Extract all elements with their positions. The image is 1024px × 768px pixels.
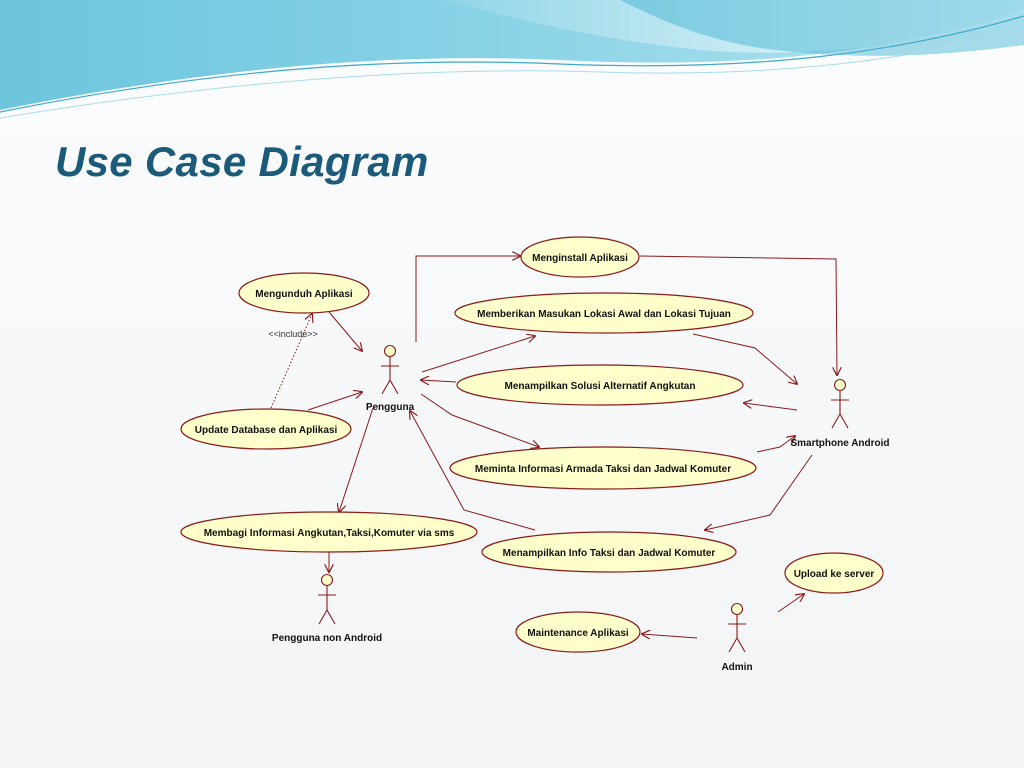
uc-upload-ellipse	[784, 552, 884, 594]
include-stereotype-label: <<include>>	[268, 329, 318, 339]
uc-solusi-label: Menampilkan Solusi Alternatif Angkutan	[505, 381, 696, 392]
assoc-menampilkan-pengguna	[410, 411, 536, 531]
actor-labels: Pengguna Smartphone Android Pengguna non…	[272, 402, 890, 673]
uc-meminta-ellipse	[449, 446, 757, 490]
actor-pengguna	[381, 344, 399, 395]
uc-maintenance-label: Maintenance Aplikasi	[527, 628, 629, 639]
assoc-pengguna-memberikan	[421, 336, 535, 373]
uc-mengunduh-label: Mengunduh Aplikasi	[255, 289, 353, 300]
actor-pengguna-label: Pengguna	[366, 402, 415, 413]
assoc-update-pengguna	[307, 392, 362, 411]
uc-menginstall-label: Menginstall Aplikasi	[532, 253, 628, 264]
use-case-labels: Menginstall Aplikasi Mengunduh Aplikasi …	[195, 253, 875, 639]
assoc-pengguna-menginstall	[415, 256, 520, 342]
assoc-menginstall-smartphone	[639, 255, 837, 375]
associations	[270, 255, 837, 638]
uc-upload-label: Upload ke server	[794, 569, 875, 580]
assoc-admin-maintenance	[642, 634, 698, 638]
uc-meminta-label: Meminta Informasi Armada Taksi dan Jadwa…	[475, 464, 731, 475]
slide-title: Use Case Diagram	[55, 138, 429, 185]
uc-memberikan-ellipse	[454, 292, 754, 334]
uc-membagi-ellipse	[180, 511, 478, 553]
uc-solusi-ellipse	[456, 364, 744, 406]
actor-smartphone-android-label: Smartphone Android	[790, 438, 889, 449]
actor-pengguna-non-android	[318, 573, 336, 625]
uc-menginstall-ellipse	[520, 236, 640, 278]
assoc-admin-upload	[777, 594, 804, 613]
assoc-solusi-pengguna	[421, 380, 457, 382]
uc-membagi-label: Membagi Informasi Angkutan,Taksi,Komuter…	[204, 528, 455, 539]
uc-memberikan-label: Memberikan Masukan Lokasi Awal dan Lokas…	[477, 309, 731, 320]
assoc-smartphone-solusi	[744, 403, 798, 411]
uc-update-ellipse	[180, 408, 352, 450]
use-cases	[180, 236, 884, 653]
uc-maintenance-ellipse	[515, 611, 641, 653]
actor-pengguna-non-android-label: Pengguna non Android	[272, 633, 382, 644]
assoc-meminta-smartphone	[756, 436, 795, 453]
header-wave-decoration	[0, 0, 1024, 119]
assoc-pengguna-membagi	[339, 407, 374, 512]
assoc-smartphone-menampilkan	[705, 454, 813, 530]
assoc-mengunduh-pengguna	[328, 311, 362, 351]
uc-menampilkan-label: Menampilkan Info Taksi dan Jadwal Komute…	[503, 548, 716, 559]
actor-smartphone-android	[831, 378, 849, 429]
uc-update-label: Update Database dan Aplikasi	[195, 425, 338, 436]
assoc-memberikan-smartphone	[692, 333, 797, 384]
uc-menampilkan-ellipse	[481, 531, 737, 573]
assoc-pengguna-meminta	[420, 393, 539, 447]
include-update-mengunduh	[270, 314, 312, 409]
actor-admin-label: Admin	[721, 662, 752, 673]
uc-mengunduh-ellipse	[238, 272, 370, 314]
actor-admin	[728, 602, 746, 653]
